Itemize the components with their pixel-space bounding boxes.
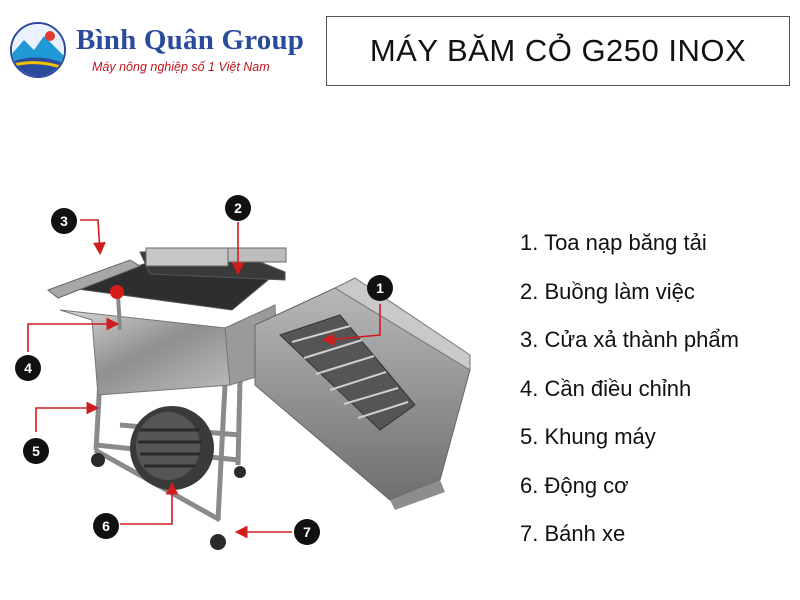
- svg-text:3: 3: [60, 213, 68, 229]
- callout-badge-1: 1: [367, 275, 393, 301]
- svg-text:7: 7: [303, 524, 311, 540]
- part-item-wheels: 7. Bánh xe: [520, 521, 626, 546]
- product-title-box: MÁY BĂM CỎ G250 INOX: [326, 16, 790, 86]
- part-item-frame: 5. Khung máy: [520, 424, 656, 449]
- callout-badge-3: 3: [51, 208, 77, 234]
- part-item-lever: 4. Cần điều chỉnh: [520, 375, 692, 401]
- svg-text:4: 4: [24, 360, 32, 376]
- product-title: MÁY BĂM CỎ G250 INOX: [369, 33, 747, 68]
- callout-badge-2: 2: [225, 195, 251, 221]
- svg-text:2: 2: [234, 200, 242, 216]
- svg-text:6: 6: [102, 518, 110, 534]
- callout-badge-5: 5: [23, 438, 49, 464]
- machine-illustration: 1 2 3 4 5 6 7: [15, 195, 471, 550]
- part-item-feeder: 1. Toa nạp băng tải: [520, 230, 707, 255]
- svg-text:5: 5: [32, 443, 40, 459]
- brand-emblem-icon: [10, 22, 66, 78]
- brand-logo: Bình Quân Group Máy nông nghiệp số 1 Việ…: [10, 18, 310, 80]
- svg-text:1: 1: [376, 280, 384, 296]
- parts-list: 1. Toa nạp băng tải 2. Buồng làm việc 3.…: [520, 226, 739, 566]
- part-item-chamber: 2. Buồng làm việc: [520, 278, 695, 304]
- brand-tagline: Máy nông nghiệp số 1 Việt Nam: [92, 60, 270, 74]
- callout-arrows: [27, 219, 381, 539]
- motor: [130, 406, 214, 490]
- callout-badge-7: 7: [294, 519, 320, 545]
- part-item-outlet: 3. Cửa xả thành phẩm: [520, 327, 739, 352]
- part-item-motor: 6. Động cơ: [520, 472, 629, 498]
- brand-name: Bình Quân Group: [76, 24, 305, 56]
- callout-badge-4: 4: [15, 355, 41, 381]
- machine-body: [46, 247, 471, 550]
- callout-badge-6: 6: [93, 513, 119, 539]
